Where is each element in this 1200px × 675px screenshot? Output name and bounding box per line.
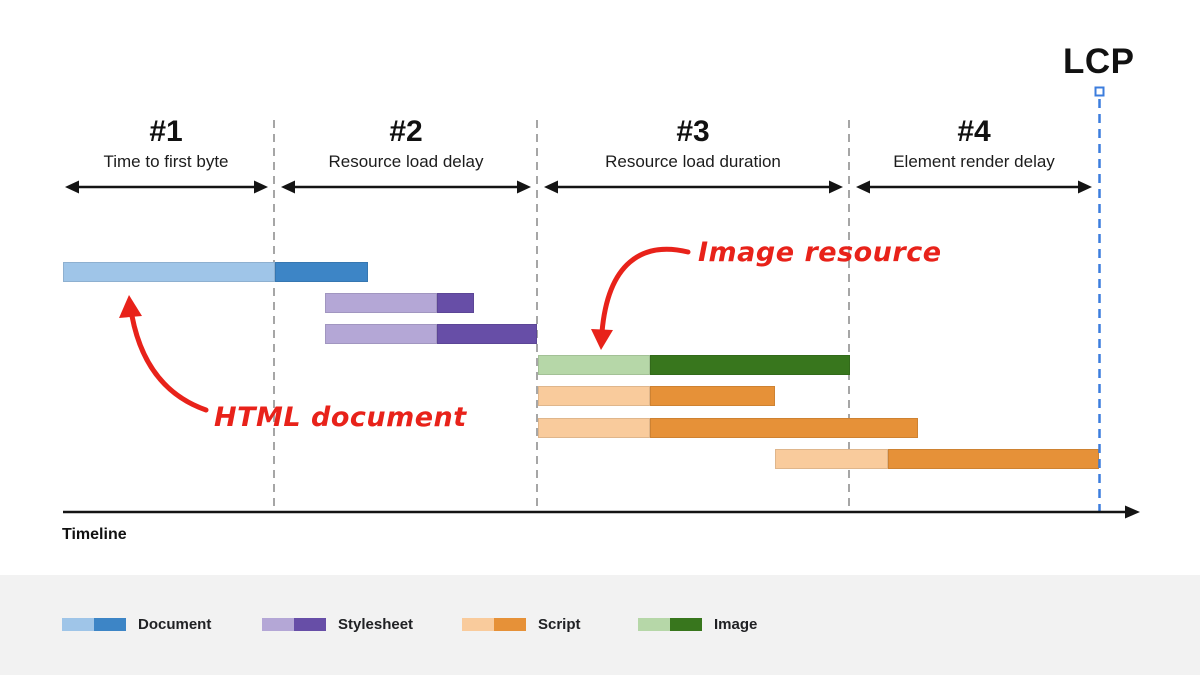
bar-segment-light <box>538 418 650 438</box>
image-swatch-dark <box>670 617 702 631</box>
bar-segment-light <box>538 355 650 375</box>
stylesheet-swatch-dark <box>294 617 326 631</box>
legend-item-script: Script <box>462 615 581 633</box>
bar-segment-dark <box>650 418 918 438</box>
phase2-number: #2 <box>389 115 423 148</box>
bar-segment-light <box>538 386 650 406</box>
bar-segment-dark <box>650 386 775 406</box>
bar-script <box>775 449 1099 469</box>
phase3-name: Resource load duration <box>605 152 781 171</box>
stylesheet-swatch-light <box>262 617 294 631</box>
html-document-annotation: HTML document <box>214 402 467 433</box>
image-swatch-icon <box>638 617 702 631</box>
bar-image <box>538 355 850 375</box>
bar-segment-light <box>325 293 437 313</box>
phase2-header: #2 Resource load delay <box>266 116 546 174</box>
bar-segment-dark <box>888 449 1099 469</box>
bar-document <box>63 262 368 282</box>
bar-segment-light <box>775 449 888 469</box>
legend-label-script: Script <box>538 615 581 633</box>
image-swatch-light <box>638 617 670 631</box>
document-swatch-dark <box>94 617 126 631</box>
bar-segment-light <box>325 324 437 344</box>
phase2-name: Resource load delay <box>328 152 484 171</box>
bar-segment-dark <box>650 355 850 375</box>
bar-stylesheet <box>325 293 474 313</box>
bar-segment-light <box>63 262 275 282</box>
bar-segment-dark <box>437 324 537 344</box>
script-swatch-dark <box>494 617 526 631</box>
phase4-number: #4 <box>957 115 991 148</box>
legend-item-image: Image <box>638 615 758 633</box>
legend-label-document: Document <box>138 615 212 633</box>
stylesheet-swatch-icon <box>262 617 326 631</box>
phase3-number: #3 <box>676 115 710 148</box>
phase4-header: #4 Element render delay <box>834 116 1114 174</box>
legend-label-image: Image <box>714 615 758 633</box>
timeline-label: Timeline <box>62 526 127 543</box>
legend-item-document: Document <box>62 615 212 633</box>
legend-band: Document Stylesheet Script Image <box>0 575 1200 675</box>
legend-label-stylesheet: Stylesheet <box>338 615 414 633</box>
image-resource-annotation: Image resource <box>698 237 942 268</box>
script-swatch-light <box>462 617 494 631</box>
lcp-label: LCP <box>1063 42 1135 81</box>
document-swatch-icon <box>62 617 126 631</box>
phase3-header: #3 Resource load duration <box>553 116 833 174</box>
phase4-name: Element render delay <box>893 152 1055 171</box>
bar-stylesheet <box>325 324 537 344</box>
phase1-header: #1 Time to first byte <box>26 116 306 174</box>
phase1-name: Time to first byte <box>103 152 229 171</box>
legend-item-stylesheet: Stylesheet <box>262 615 414 633</box>
bar-segment-dark <box>437 293 474 313</box>
script-swatch-icon <box>462 617 526 631</box>
phase1-number: #1 <box>149 115 183 148</box>
bar-segment-dark <box>275 262 368 282</box>
document-swatch-light <box>62 617 94 631</box>
bar-script <box>538 418 918 438</box>
bar-script <box>538 386 775 406</box>
